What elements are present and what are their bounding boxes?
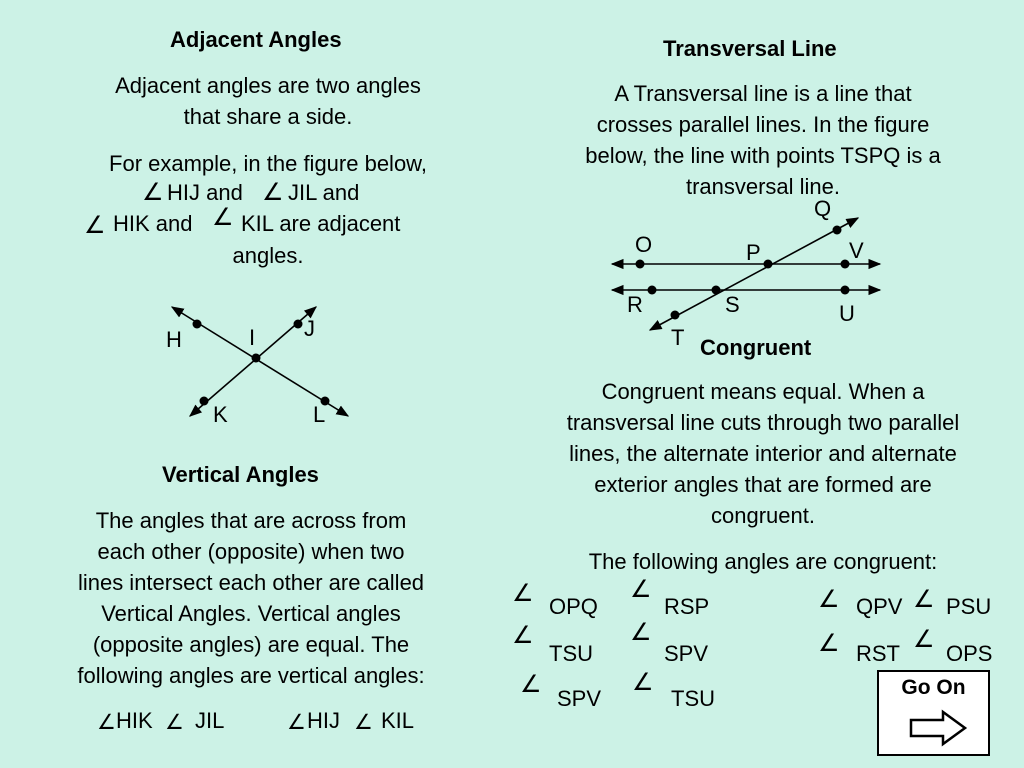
congruent-line: Congruent means equal. When a bbox=[601, 379, 925, 404]
congruent-angle-spv: SPV bbox=[664, 641, 709, 666]
adjacent-example-line-1: For example, in the figure below, bbox=[109, 151, 427, 176]
point-label-t: T bbox=[671, 325, 685, 350]
angle-icon: ∠ bbox=[212, 204, 234, 231]
point-label-o: O bbox=[635, 232, 653, 257]
vertical-angle-jil: JIL bbox=[195, 708, 225, 733]
go-on-button[interactable]: Go On bbox=[877, 670, 990, 756]
transversal-line: crosses parallel lines. In the figure bbox=[596, 112, 930, 137]
congruent-angle-rsp: RSP bbox=[664, 594, 710, 619]
vertical-definition: The angles that are across from each oth… bbox=[36, 505, 466, 691]
angle-icon: ∠ bbox=[165, 711, 184, 734]
congruent-angle-spv-2: SPV bbox=[557, 686, 602, 711]
vertical-line: lines intersect each other are called bbox=[77, 570, 425, 595]
point-j-dot bbox=[293, 319, 303, 329]
angle-icon: ∠ bbox=[97, 711, 116, 734]
transversal-line-tspq bbox=[648, 217, 860, 331]
vertical-line: Vertical Angles. Vertical angles bbox=[101, 601, 401, 626]
angle-icon: ∠ bbox=[818, 586, 840, 613]
adjacent-example-hik: HIK and bbox=[113, 211, 193, 236]
angle-icon: ∠ bbox=[913, 626, 935, 653]
transversal-title: Transversal Line bbox=[663, 36, 837, 61]
right-arrow-icon bbox=[909, 709, 968, 747]
point-l-dot bbox=[320, 396, 330, 406]
point-label-v: V bbox=[849, 238, 864, 263]
congruent-title: Congruent bbox=[700, 335, 812, 360]
congruent-angle-rst: RST bbox=[856, 641, 900, 666]
adjacent-example-hij: HIJ and bbox=[167, 180, 243, 205]
point-label-h: H bbox=[166, 327, 182, 352]
transversal-line: transversal line. bbox=[685, 174, 841, 199]
congruent-angle-tsu-2: TSU bbox=[671, 686, 715, 711]
congruent-line: exterior angles that are formed are bbox=[594, 472, 932, 497]
point-label-u: U bbox=[839, 301, 855, 326]
point-k-dot bbox=[199, 396, 209, 406]
congruent-angle-psu: PSU bbox=[946, 594, 992, 619]
angle-icon: ∠ bbox=[142, 179, 164, 206]
angle-icon: ∠ bbox=[818, 630, 840, 657]
vertical-angle-kil: KIL bbox=[381, 708, 415, 733]
point-label-j: J bbox=[304, 316, 315, 341]
point-p-dot bbox=[763, 259, 773, 269]
vertical-angle-hij: HIJ bbox=[307, 708, 340, 733]
angle-icon: ∠ bbox=[632, 669, 654, 696]
angle-icon: ∠ bbox=[84, 212, 106, 239]
point-label-k: K bbox=[213, 402, 228, 427]
point-s-dot bbox=[711, 285, 721, 295]
point-label-q: Q bbox=[814, 196, 832, 221]
adjacent-example-kil: KIL are adjacent bbox=[241, 211, 401, 236]
adjacent-definition: Adjacent angles are two angles that shar… bbox=[68, 70, 468, 132]
congruent-angle-qpv: QPV bbox=[856, 594, 903, 619]
point-u-dot bbox=[840, 285, 850, 295]
point-h-dot bbox=[192, 319, 202, 329]
transversal-line: A Transversal line is a line that bbox=[614, 81, 912, 106]
adjacent-def-line-1: Adjacent angles are two angles bbox=[115, 73, 421, 98]
adjacent-example-line-4: angles. bbox=[232, 243, 304, 268]
vertical-line: (opposite angles) are equal. The bbox=[92, 632, 410, 657]
point-label-l: L bbox=[313, 402, 326, 427]
point-o-dot bbox=[635, 259, 645, 269]
angle-icon: ∠ bbox=[287, 711, 306, 734]
angle-icon: ∠ bbox=[354, 711, 373, 734]
congruent-angle-tsu: TSU bbox=[549, 641, 593, 666]
point-v-dot bbox=[840, 259, 850, 269]
point-label-s: S bbox=[725, 292, 740, 317]
angle-icon: ∠ bbox=[913, 586, 935, 613]
congruent-angle-opq: OPQ bbox=[549, 594, 598, 619]
angle-icon: ∠ bbox=[630, 576, 652, 603]
angle-icon: ∠ bbox=[512, 622, 534, 649]
vertical-angle-hik: HIK bbox=[116, 708, 153, 733]
adjacent-def-line-2: that share a side. bbox=[183, 104, 353, 129]
adjacent-example-jil: JIL and bbox=[288, 180, 360, 205]
point-label-p: P bbox=[746, 240, 761, 265]
vertical-line: following angles are vertical angles: bbox=[77, 663, 425, 688]
congruent-line: congruent. bbox=[711, 503, 815, 528]
vertical-title: Vertical Angles bbox=[162, 462, 319, 487]
angle-icon: ∠ bbox=[262, 179, 284, 206]
vertical-line: The angles that are across from bbox=[95, 508, 407, 533]
congruent-angle-ops: OPS bbox=[946, 641, 993, 666]
point-label-r: R bbox=[627, 292, 643, 317]
angle-icon: ∠ bbox=[512, 580, 534, 607]
transversal-line: below, the line with points TSPQ is a bbox=[585, 143, 941, 168]
angle-icon: ∠ bbox=[520, 671, 542, 698]
point-i-dot bbox=[251, 353, 261, 363]
point-t-dot bbox=[670, 310, 680, 320]
point-r-dot bbox=[647, 285, 657, 295]
go-on-label: Go On bbox=[901, 676, 966, 699]
vertical-line: each other (opposite) when two bbox=[97, 539, 405, 564]
transversal-definition: A Transversal line is a line that crosse… bbox=[543, 78, 983, 202]
congruent-line: lines, the alternate interior and altern… bbox=[569, 441, 957, 466]
point-label-i: I bbox=[249, 325, 256, 350]
point-q-dot bbox=[832, 225, 842, 235]
angle-icon: ∠ bbox=[630, 619, 652, 646]
adjacent-title: Adjacent Angles bbox=[170, 27, 342, 52]
congruent-line: transversal line cuts through two parall… bbox=[566, 410, 960, 435]
congruent-following: The following angles are congruent: bbox=[588, 549, 938, 574]
congruent-definition: Congruent means equal. When a transversa… bbox=[533, 376, 993, 531]
